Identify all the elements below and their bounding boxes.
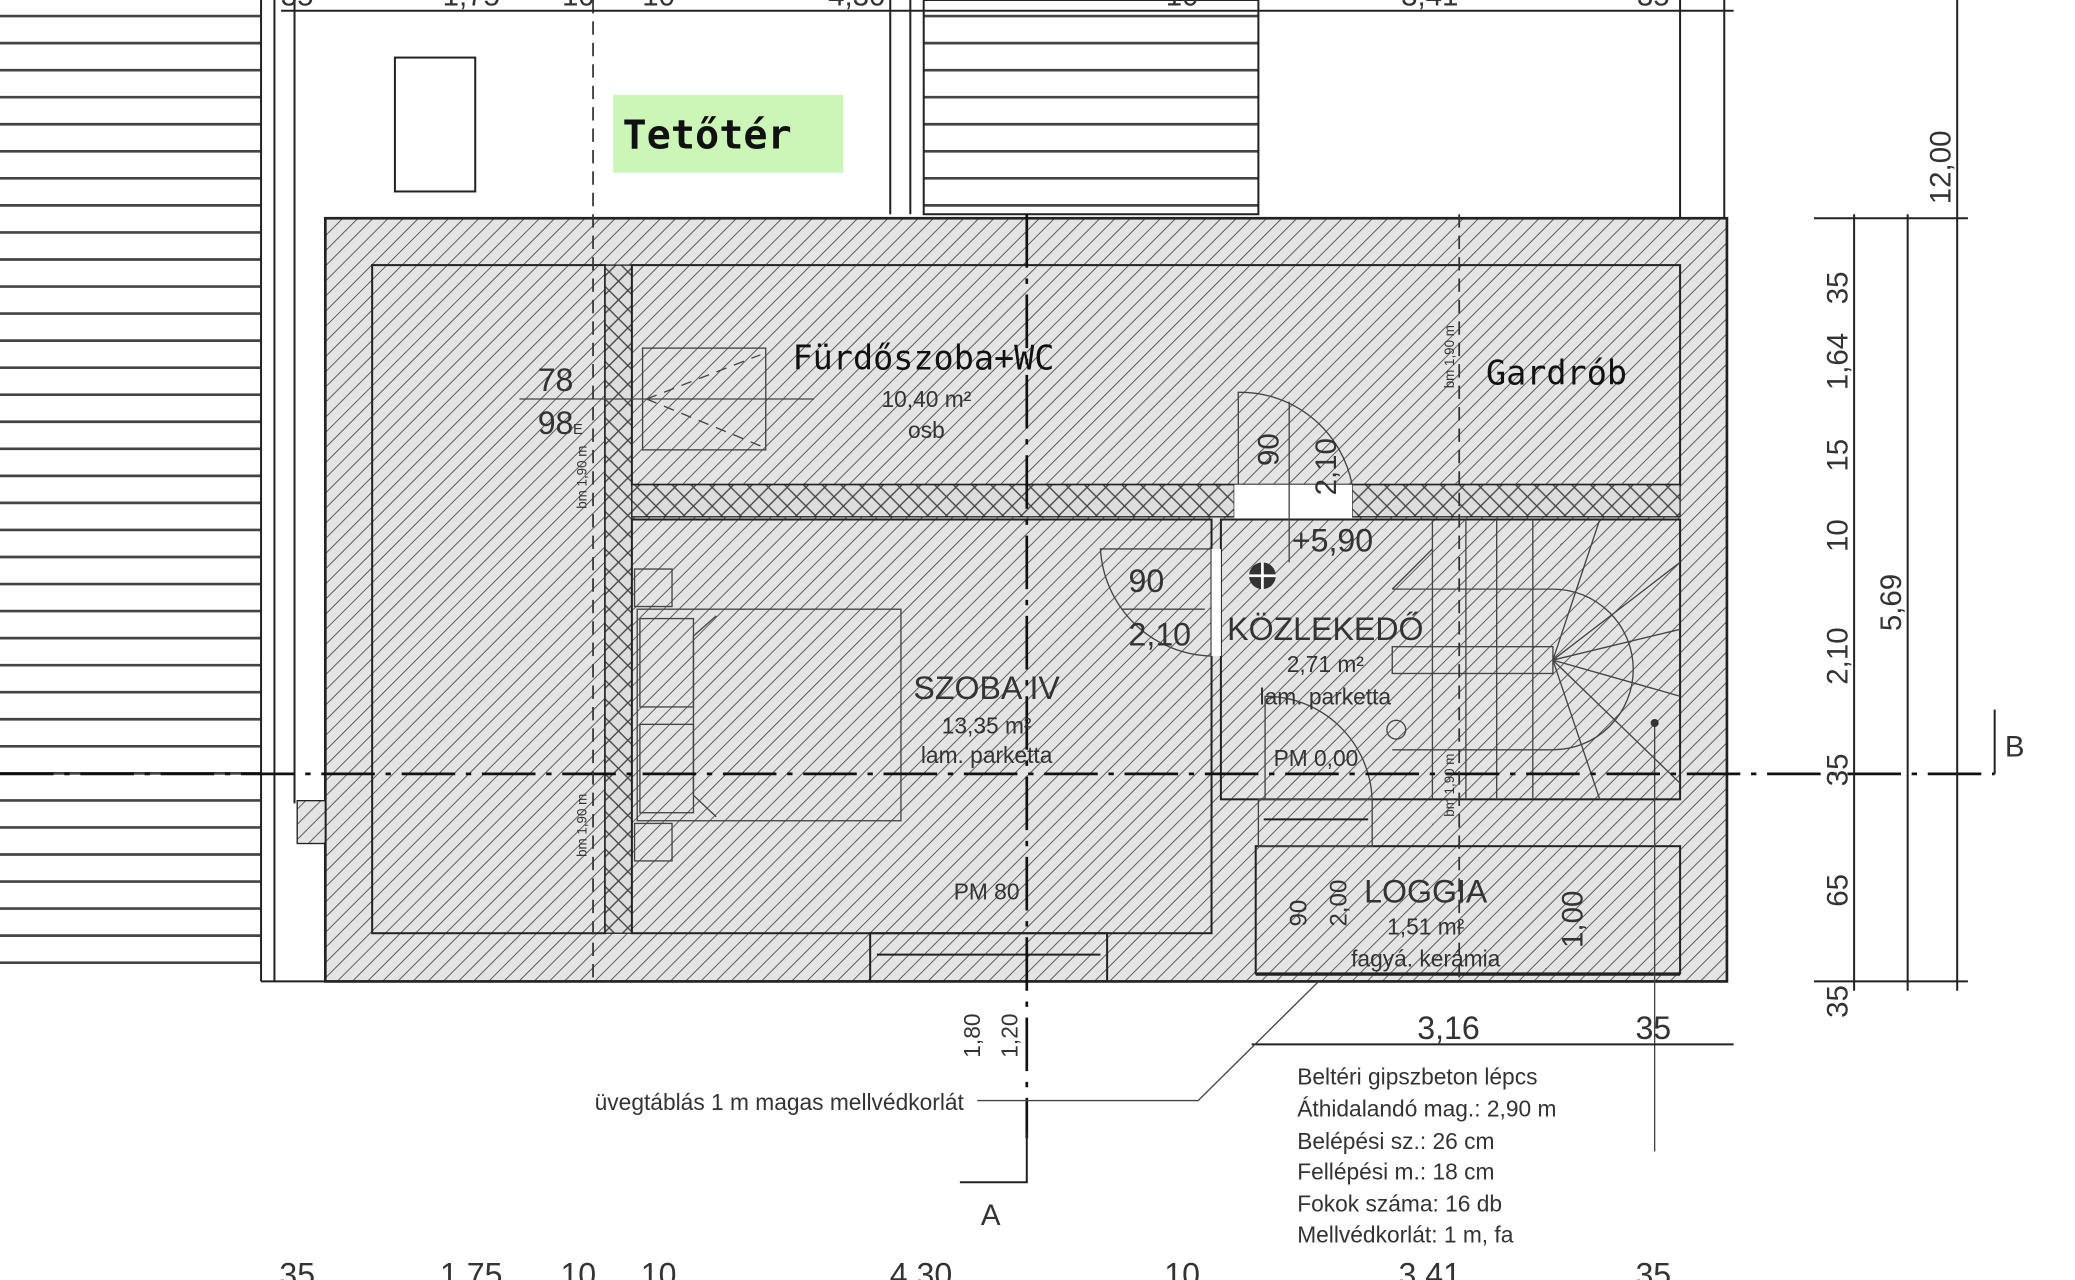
- loggia-railing-height: 1,00: [1556, 891, 1589, 948]
- bath-door-width: 90: [1252, 433, 1285, 466]
- dims-right: 35 1,64 15 10 2,10 35 65 35 5,69 12,00: [1821, 131, 1957, 1018]
- dim-text: 35: [1635, 1010, 1671, 1046]
- window-height-1: 1,80: [959, 1013, 985, 1057]
- dim-text: 12,00: [1925, 131, 1958, 205]
- dim-text: 10: [1166, 0, 1199, 12]
- dim-text: 35: [1821, 271, 1854, 304]
- dim-text: 35: [1637, 0, 1670, 12]
- section-b-label: B: [2005, 730, 2025, 763]
- dim-text: 10: [1821, 519, 1854, 552]
- dim-text: 10: [641, 1256, 677, 1280]
- dim-text: 35: [1821, 985, 1854, 1018]
- stair-note-line: Fellépési m.: 18 cm: [1297, 1159, 1494, 1185]
- room-door: [1099, 548, 1212, 657]
- bm-height-2: bm 1,90 m: [574, 794, 589, 857]
- loggia-door: [1264, 695, 1373, 800]
- dims-bottom: 35 1,75 10 10 4,30 10 3,41 35: [279, 1256, 1671, 1280]
- loggia-floor: fagyá. kerámia: [1351, 946, 1501, 972]
- dim-text: 1,64: [1821, 333, 1854, 390]
- stair-note-line: Áthidalandó mag.: 2,90 m: [1297, 1096, 1556, 1122]
- dim-text: 3,16: [1417, 1010, 1480, 1046]
- hall-area: 2,71 m²: [1287, 651, 1365, 677]
- room-area: 13,35 m²: [942, 713, 1032, 739]
- staircase: [1386, 519, 1681, 1152]
- bm-height-4: bm 1,90 m: [1442, 754, 1457, 817]
- railing-leader: [977, 980, 1320, 1102]
- dim-text: 1,75: [440, 1256, 503, 1280]
- bathroom-door: [1237, 391, 1353, 485]
- dim-text: 4,30: [890, 1256, 953, 1280]
- bathroom-floor: osb: [908, 417, 945, 443]
- dim-text: 1,75: [443, 0, 500, 12]
- loggia-door-height: 2,00: [1326, 880, 1353, 927]
- dim-text: 5,69: [1875, 574, 1908, 631]
- level-value: +5,90: [1292, 523, 1373, 559]
- dim-text: 35: [1635, 1256, 1671, 1280]
- dim-text: 2,10: [1821, 627, 1854, 684]
- dim-text: 10: [560, 1256, 596, 1280]
- skylight: [393, 56, 477, 193]
- bath-door-height: 2,10: [1310, 438, 1343, 495]
- dim-text: 10: [642, 0, 675, 12]
- bathroom-area: 10,40 m²: [881, 386, 971, 412]
- roof-left-lines: [0, 14, 262, 965]
- bed-icon: [633, 568, 902, 862]
- stair-note-line: Mellvédkorlát: 1 m, fa: [1297, 1222, 1514, 1248]
- wardrobe-label: Gardrób: [1486, 353, 1627, 392]
- attic-label: Tetőtér: [622, 113, 791, 159]
- dim-text: 65: [1821, 874, 1854, 907]
- room-floor: lam. parketta: [921, 742, 1053, 768]
- dim-text: 35: [1821, 753, 1854, 786]
- stair-note-line: Beltéri gipszbeton lépcs: [1297, 1064, 1537, 1090]
- room-door-height: 2,10: [1129, 616, 1192, 652]
- dim-text: 3,41: [1398, 1256, 1461, 1280]
- loggia-label: LOGGIA: [1364, 873, 1488, 909]
- window-suffix: E: [573, 422, 583, 438]
- hall-and-stair: [1219, 518, 1682, 801]
- window-top: 78: [538, 362, 574, 398]
- window-bottom-value: 98: [538, 405, 574, 441]
- room-door-width: 90: [1129, 563, 1165, 599]
- dim-text: 10: [562, 0, 595, 12]
- room-label: SZOBA IV: [913, 670, 1060, 706]
- hall-floor: lam. parketta: [1260, 683, 1392, 709]
- bm-height-3: bm 1,90 m: [1442, 325, 1457, 388]
- dim-text: 15: [1821, 439, 1854, 472]
- attic-label-bg: [613, 95, 844, 173]
- dim-text: 3,41: [1401, 0, 1458, 12]
- window-height-2: 1,20: [996, 1013, 1022, 1057]
- bm-height-1: bm 1,90 m: [574, 446, 589, 509]
- dim-text: 4,30: [828, 0, 885, 12]
- railing-note: üvegtáblás 1 m magas mellvédkorlát: [595, 1089, 965, 1115]
- section-a-label: A: [981, 1199, 1001, 1232]
- stair-note: Beltéri gipszbeton lépcs Áthidalandó mag…: [1297, 1064, 1556, 1248]
- dim-text: 35: [279, 1256, 315, 1280]
- dim-text: 35: [281, 0, 314, 12]
- loggia-door-width: 90: [1286, 900, 1313, 927]
- roof-middle-lines: [923, 14, 1259, 207]
- dim-text: 10: [1164, 1256, 1200, 1280]
- stair-note-line: Fokok száma: 16 db: [1297, 1191, 1502, 1217]
- hall-pm: PM 0,00: [1274, 745, 1359, 771]
- loggia: [1254, 845, 1682, 975]
- hall-label: KÖZLEKEDŐ: [1227, 611, 1423, 647]
- partition-wall: [604, 264, 633, 934]
- room-pm: PM 80: [954, 879, 1020, 905]
- dims-top: 35 1,75 10 10 4,30 10 3,41 35: [281, 0, 1670, 12]
- bathroom-label: Fürdőszoba+WC: [793, 339, 1055, 378]
- loggia-area: 1,51 m²: [1387, 914, 1465, 940]
- window-bottom: [869, 932, 1109, 983]
- stair-note-line: Belépési sz.: 26 cm: [1297, 1128, 1494, 1154]
